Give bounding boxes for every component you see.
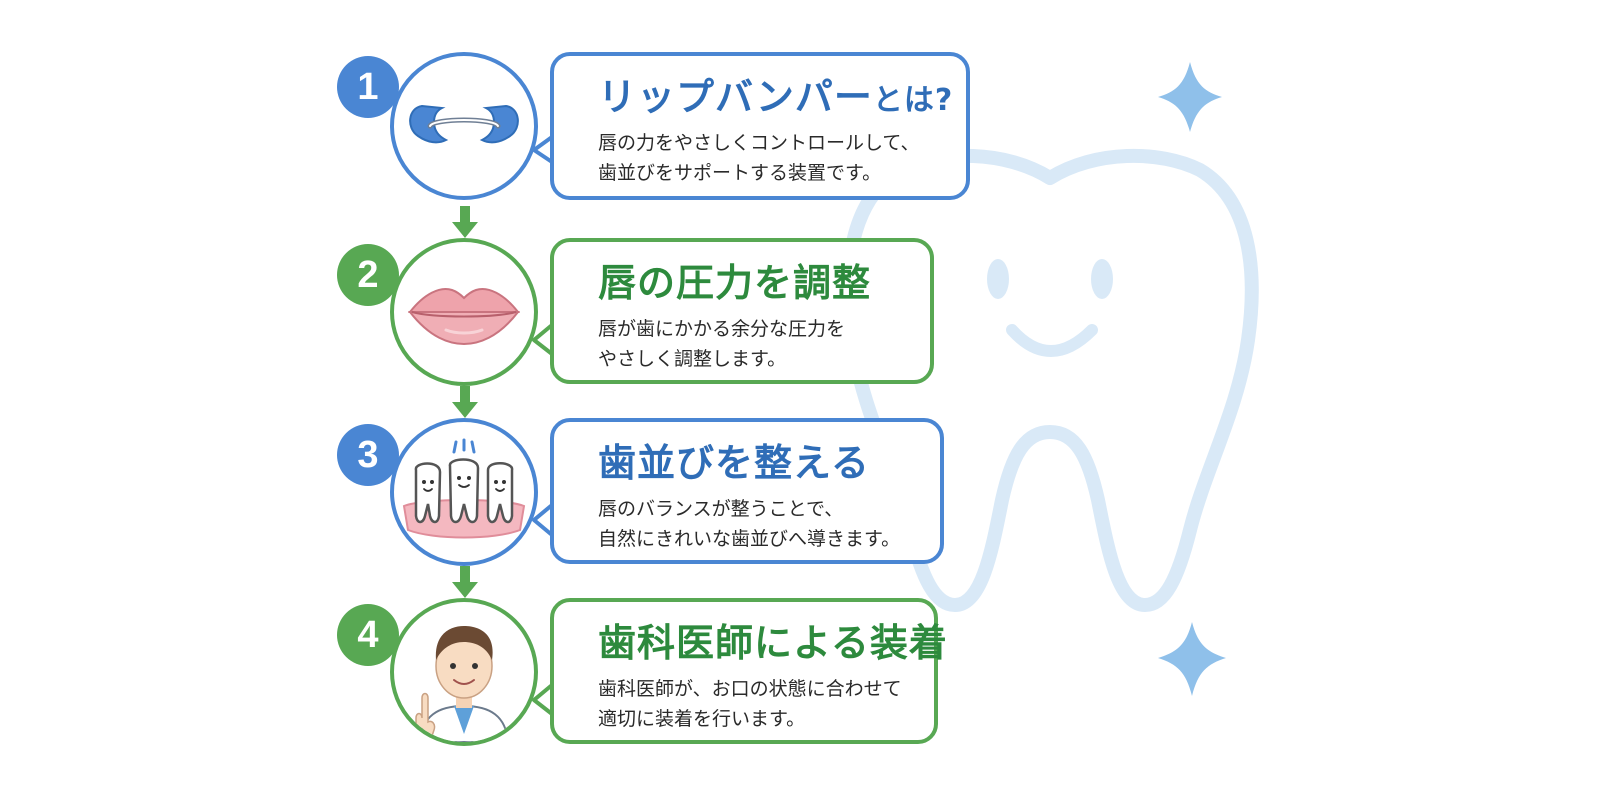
step-card: 歯並びを整える 唇のバランスが整うことで、 自然にきれいな歯並びへ導きます。 xyxy=(550,418,944,564)
sparkle-icon xyxy=(1158,62,1222,132)
step-card: リップバンパーとは? 唇の力をやさしくコントロールして、 歯並びをサポートする装… xyxy=(550,52,970,200)
step-number-badge: 3 xyxy=(337,424,399,486)
step-description: 唇が歯にかかる余分な圧力を やさしく調整します。 xyxy=(598,314,845,374)
lip-bumper-icon xyxy=(409,104,519,144)
step-title: リップバンパーとは? xyxy=(598,75,954,119)
step-description: 歯科医師が、お口の状態に合わせて 適切に装着を行います。 xyxy=(598,674,902,734)
step-illustration xyxy=(390,418,538,566)
step-description: 唇のバランスが整うことで、 自然にきれいな歯並びへ導きます。 xyxy=(598,494,900,554)
smiling-teeth-icon xyxy=(402,438,526,539)
step-description-line: 歯並びをサポートする装置です。 xyxy=(598,162,882,184)
step-title-suffix: とは? xyxy=(872,83,954,118)
step-number-badge: 4 xyxy=(337,604,399,666)
lips-icon xyxy=(407,288,521,346)
step-number-badge: 2 xyxy=(337,244,399,306)
step-illustration xyxy=(390,52,538,200)
step-description-line: 唇が歯にかかる余分な圧力を xyxy=(598,318,846,340)
sparkle-icon xyxy=(1158,622,1226,696)
connector-arrow xyxy=(452,206,478,238)
connector-arrow xyxy=(452,566,478,598)
step-description-line: 自然にきれいな歯並びへ導きます。 xyxy=(598,528,901,550)
step-description-line: 歯科医師が、お口の状態に合わせて xyxy=(598,678,902,700)
step-card: 唇の圧力を調整 唇が歯にかかる余分な圧力を やさしく調整します。 xyxy=(550,238,934,384)
step-description: 唇の力をやさしくコントロールして、 歯並びをサポートする装置です。 xyxy=(598,128,919,188)
step-title: 歯科医師による装着 xyxy=(598,621,948,665)
dentist-icon xyxy=(415,626,510,742)
step-description-line: 唇のバランスが整うことで、 xyxy=(598,498,844,520)
step-illustration xyxy=(390,238,538,386)
tooth-mascot-face xyxy=(987,259,1113,357)
step-number-badge: 1 xyxy=(337,56,399,118)
step-description-line: 適切に装着を行います。 xyxy=(598,708,806,730)
step-illustration xyxy=(390,598,538,746)
step-description-line: 唇の力をやさしくコントロールして、 xyxy=(598,132,920,154)
step-description-line: やさしく調整します。 xyxy=(598,348,787,370)
step-card: 歯科医師による装着 歯科医師が、お口の状態に合わせて 適切に装着を行います。 xyxy=(550,598,947,744)
card-tails xyxy=(532,135,554,716)
connector-arrow xyxy=(452,386,478,418)
step-title: 歯並びを整える xyxy=(598,441,870,485)
step-title: 唇の圧力を調整 xyxy=(598,261,872,305)
